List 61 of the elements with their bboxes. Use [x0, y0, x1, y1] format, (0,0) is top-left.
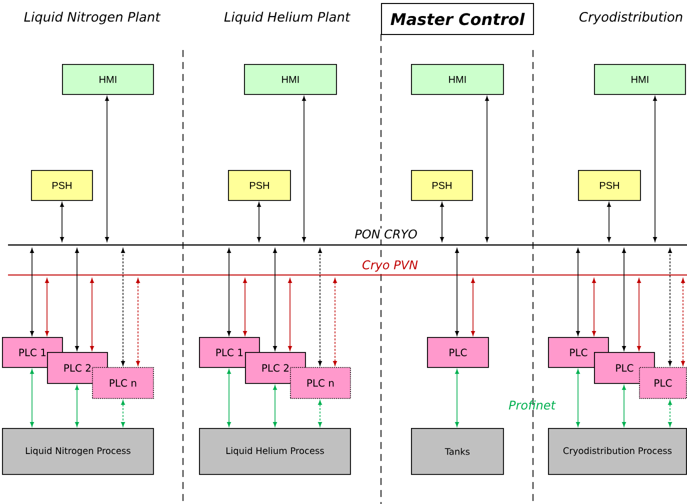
arrow [227, 248, 231, 336]
arrow [243, 278, 247, 336]
hmi-box: HMI [411, 64, 504, 95]
arrow [121, 400, 125, 427]
bus-label: Cryo PVN [361, 259, 419, 273]
arrow [607, 202, 611, 242]
arrow [622, 248, 626, 351]
arrow [622, 385, 626, 427]
arrow [681, 278, 685, 366]
plc-box: PLC [639, 367, 687, 399]
arrow [288, 278, 292, 351]
arrow [30, 369, 34, 427]
section-title: Liquid Helium Plant [224, 12, 350, 24]
hmi-box: HMI [594, 64, 686, 95]
plc-box: PLC n [290, 367, 351, 399]
arrow [30, 248, 34, 336]
psh-box: PSH [578, 170, 641, 201]
arrow [318, 248, 322, 366]
arrow [136, 278, 140, 366]
hmi-box: HMI [62, 64, 154, 95]
process-box: Liquid Nitrogen Process [2, 428, 154, 475]
section-title: Liquid Nitrogen Plant [24, 12, 161, 24]
arrow [121, 248, 125, 366]
arrow [440, 202, 444, 242]
psh-box: PSH [228, 170, 291, 201]
arrow [637, 278, 641, 351]
arrow [455, 248, 459, 336]
arrow [227, 369, 231, 427]
arrow [576, 369, 580, 427]
psh-box: PSH [411, 170, 473, 201]
arrow [485, 96, 489, 242]
arrow [455, 369, 459, 427]
hmi-box: HMI [244, 64, 337, 95]
arrow [60, 202, 64, 242]
arrow [668, 248, 672, 366]
arrow [257, 202, 261, 242]
arrow [653, 96, 657, 242]
arrow [576, 248, 580, 336]
arrow [318, 400, 322, 427]
process-box: Liquid Helium Process [199, 428, 351, 475]
arrow [668, 400, 672, 427]
arrow [273, 385, 277, 427]
process-box: Cryodistribution Process [548, 428, 687, 475]
arrow [302, 96, 306, 242]
bus-label: PON CRYO [354, 228, 418, 240]
network-label: Profinet [508, 400, 556, 410]
arrow [75, 248, 79, 351]
section-title: Cryodistribution [579, 12, 682, 24]
arrow [273, 248, 277, 351]
title-box: Master Control [381, 3, 534, 35]
plc-box: PLC n [92, 367, 154, 399]
plc-box: PLC [427, 337, 489, 368]
arrow [90, 278, 94, 351]
arrow [105, 96, 109, 242]
arrow [592, 278, 596, 336]
process-box: Tanks [411, 428, 504, 475]
arrow [45, 278, 49, 336]
arrow [471, 278, 475, 336]
arrow [75, 385, 79, 427]
arrow [333, 278, 337, 366]
psh-box: PSH [31, 170, 93, 201]
